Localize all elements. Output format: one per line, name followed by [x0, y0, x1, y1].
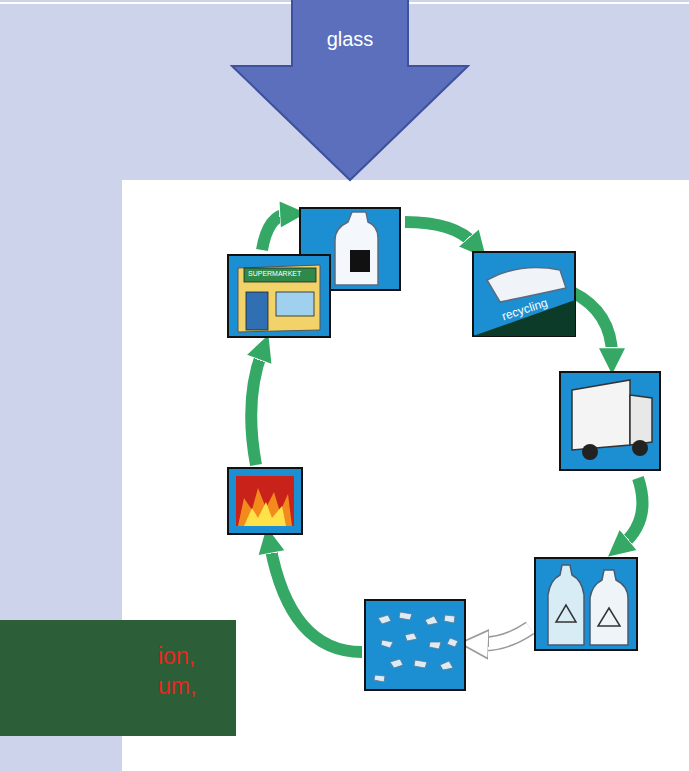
arrow-outline: [230, 0, 470, 182]
store-sign: SUPERMARKET: [248, 270, 301, 277]
down-arrow-shape: glass: [230, 0, 470, 182]
bottles-panel: [535, 558, 637, 650]
node-text: ion, um,: [158, 642, 228, 702]
flakes-panel: [365, 600, 465, 690]
fire-panel: [228, 468, 302, 534]
note-box: ion, um,: [0, 620, 236, 736]
recycling-panel: [473, 252, 575, 336]
arrow-shape: [232, 0, 468, 180]
supermarket-panel: [228, 255, 330, 337]
node-text: glass: [230, 26, 470, 52]
truck-panel: [560, 372, 660, 470]
